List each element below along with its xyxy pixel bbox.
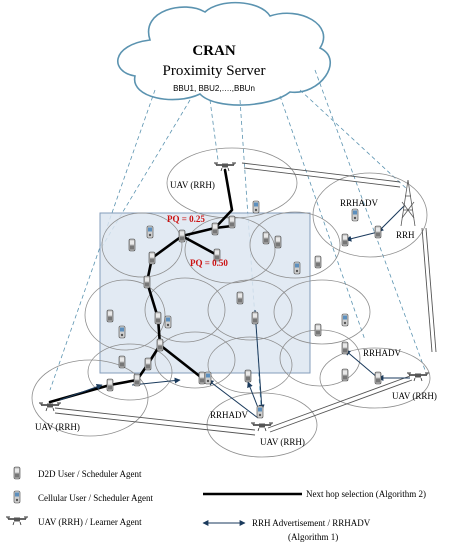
cran-title: CRAN bbox=[192, 43, 235, 59]
proximity-server-label: Proximity Server bbox=[163, 63, 266, 79]
legend-uav-icon bbox=[5, 516, 29, 526]
rrhadv-bottom-label: RRHADV bbox=[210, 410, 249, 420]
rrh-tower-label: RRH bbox=[396, 230, 415, 240]
uav-top-label: UAV (RRH) bbox=[170, 180, 215, 190]
legend-d2d-icon bbox=[13, 466, 21, 480]
uav-left-label: UAV (RRH) bbox=[35, 422, 80, 432]
legend-d2d-label: D2D User / Scheduler Agent bbox=[38, 469, 142, 479]
legend-next-hop-label: Next hop selection (Algorithm 2) bbox=[306, 489, 426, 499]
uav-links bbox=[54, 162, 437, 436]
legend-uav-label: UAV (RRH) / Learner Agent bbox=[38, 517, 142, 527]
bbu-list-label: BBU1, BBU2,….,BBUn bbox=[173, 84, 255, 93]
pq-label-050: PQ = 0.50 bbox=[190, 258, 228, 268]
legend-cellular-icon bbox=[13, 490, 21, 504]
pq-label-025: PQ = 0.25 bbox=[167, 214, 205, 224]
legend-rrhadv-algorithm-label: (Algorithm 1) bbox=[288, 532, 338, 542]
uav-drone-icon bbox=[38, 402, 62, 412]
cran-cloud bbox=[117, 1, 332, 106]
uav-bottom-label: UAV (RRH) bbox=[260, 437, 305, 447]
uav-drone-icon bbox=[406, 372, 430, 382]
rrh-tower-icon bbox=[400, 179, 416, 227]
uav-right-label: UAV (RRH) bbox=[392, 391, 437, 401]
rrhadv-right-label: RRHADV bbox=[363, 348, 402, 358]
rrhadv-top-label: RRHADV bbox=[340, 198, 379, 208]
legend-cellular-label: Cellular User / Scheduler Agent bbox=[38, 493, 153, 503]
rrhadv-arrows bbox=[59, 204, 410, 419]
legend-rrhadv-label: RRH Advertisement / RRHADV bbox=[252, 518, 371, 528]
